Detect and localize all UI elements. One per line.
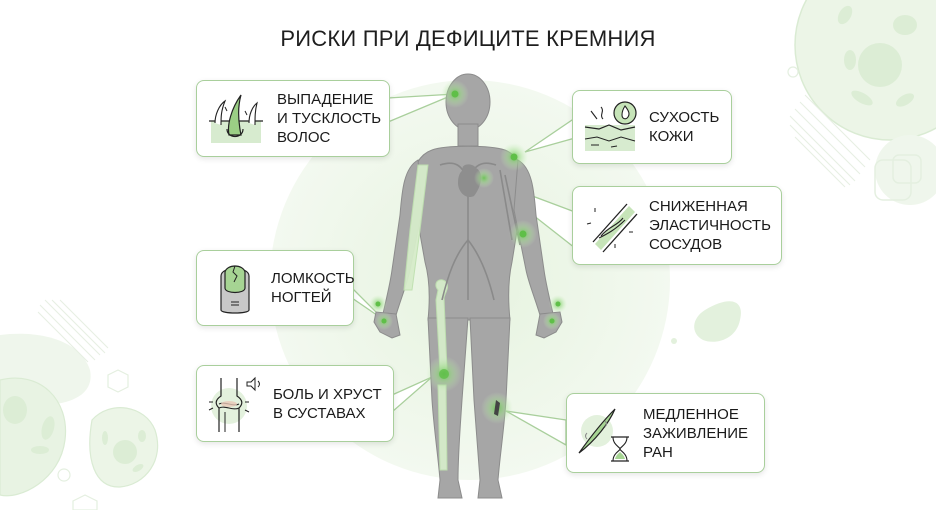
hatch-left	[37, 299, 109, 363]
knee-joint-sound-icon	[208, 376, 260, 432]
blood-vessel-icon	[586, 203, 638, 252]
callout-dry-skin: СУХОСТЬ КОЖИ	[572, 90, 732, 164]
callout-hair-loss-text: ВЫПАДЕНИЕ И ТУСКЛОСТЬ ВОЛОС	[277, 91, 382, 146]
callout-joint-pain-text: БОЛЬ И ХРУСТ В СУСТАВАХ	[273, 385, 382, 422]
hatch-right	[789, 94, 871, 188]
callout-slow-healing: МЕДЛЕННОЕ ЗАЖИВЛЕНИЕ РАН	[566, 393, 765, 473]
callout-brittle-nails-text: ЛОМКОСТЬ НОГТЕЙ	[271, 270, 355, 306]
dry-skin-drop-icon	[584, 101, 637, 151]
callout-vessel-elasticity: СНИЖЕННАЯ ЭЛАСТИЧНОСТЬ СОСУДОВ	[572, 186, 782, 265]
callout-hair-loss: ВЫПАДЕНИЕ И ТУСКЛОСТЬ ВОЛОС	[196, 80, 390, 157]
page-title: РИСКИ ПРИ ДЕФИЦИТЕ КРЕМНИЯ	[280, 26, 656, 51]
wound-hourglass-icon	[578, 408, 629, 462]
hair-follicle-icon	[209, 94, 263, 143]
cells-bottom-left	[0, 333, 159, 510]
callout-brittle-nails: ЛОМКОСТЬ НОГТЕЙ	[196, 250, 355, 326]
callout-joint-pain: БОЛЬ И ХРУСТ В СУСТАВАХ	[196, 365, 394, 442]
highlight-spots	[369, 80, 567, 424]
callout-dry-skin-text: СУХОСТЬ КОЖИ	[649, 109, 720, 145]
bone-highlights	[403, 164, 449, 471]
wound-mark	[494, 400, 500, 416]
callout-vessel-elasticity-text: СНИЖЕННАЯ ЭЛАСТИЧНОСТЬ СОСУДОВ	[649, 198, 771, 253]
cell-top-right	[787, 0, 936, 205]
blob-right	[694, 301, 741, 342]
cracked-nail-icon	[220, 265, 250, 314]
heart	[458, 164, 482, 198]
callout-slow-healing-text: МЕДЛЕННОЕ ЗАЖИВЛЕНИЕ РАН	[643, 405, 748, 461]
